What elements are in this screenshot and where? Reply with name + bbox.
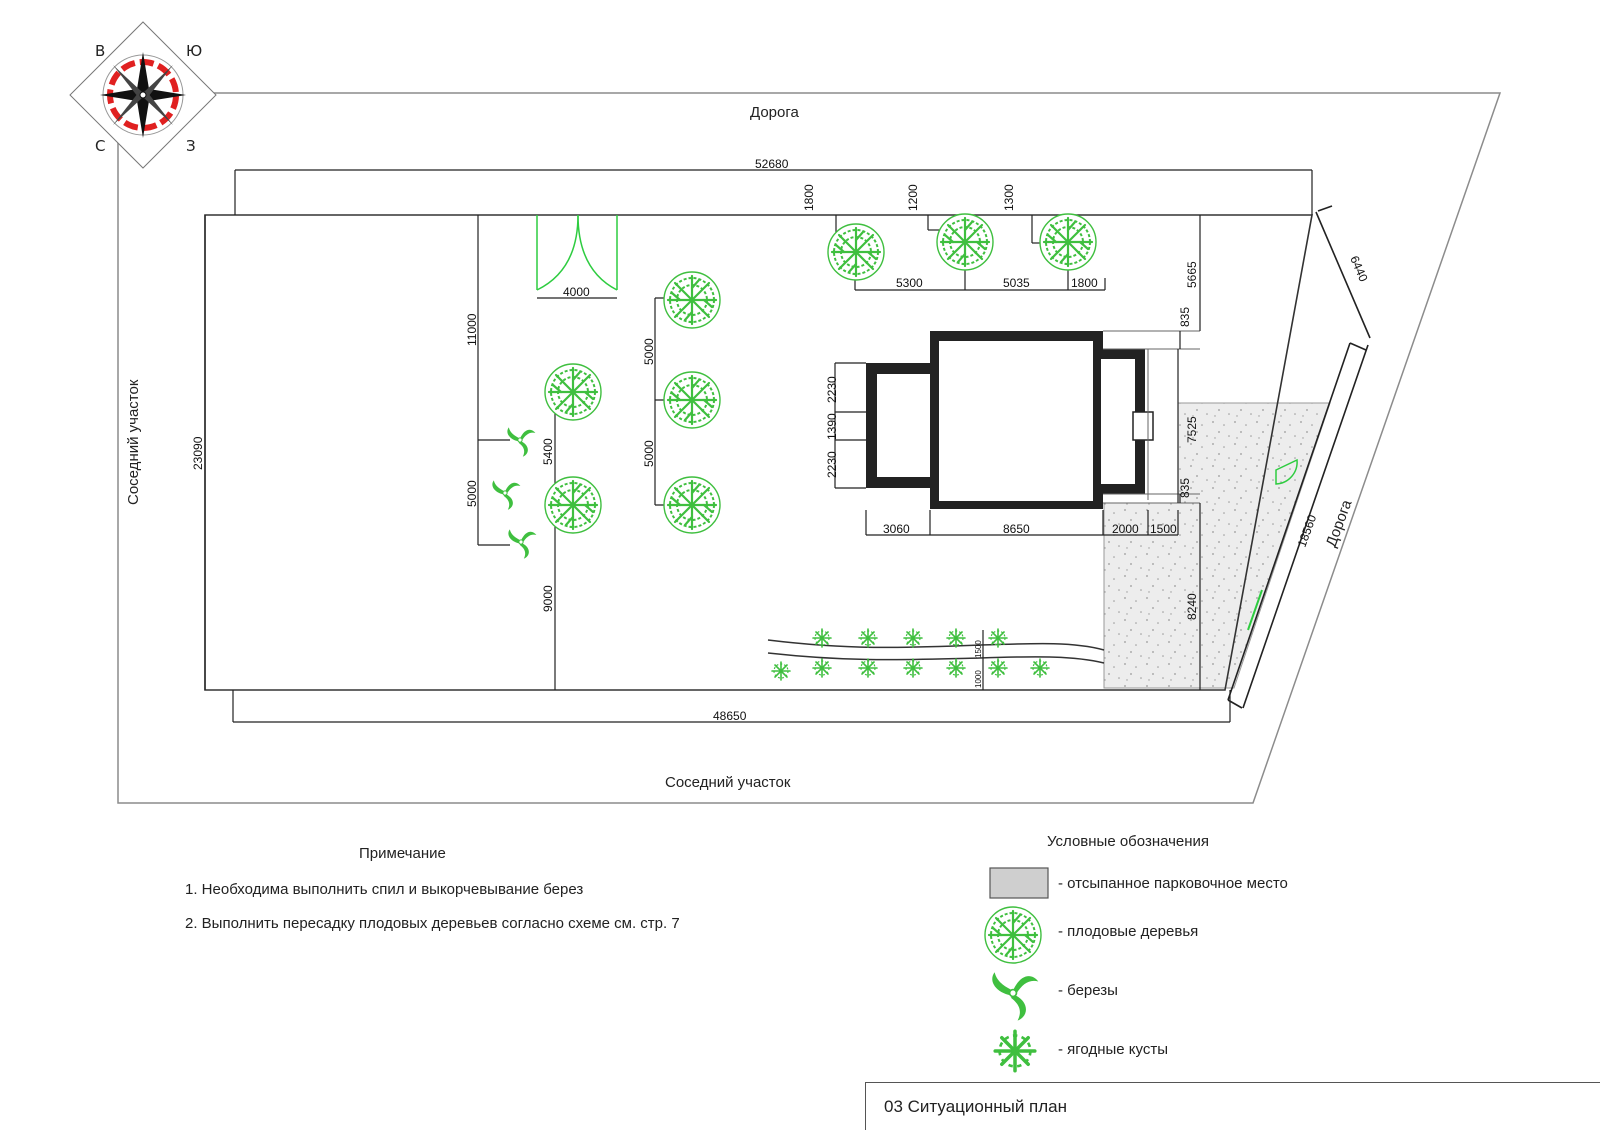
- dim-label: 7525: [1185, 416, 1199, 443]
- birches: [491, 426, 537, 560]
- compass-south: З: [186, 137, 196, 155]
- dim-label: 2230: [825, 451, 839, 478]
- dim-label: 4000: [563, 285, 590, 299]
- dim-label: 1200: [906, 184, 920, 211]
- dim-label: 5400: [541, 438, 555, 465]
- legend-item-birches: - березы: [1058, 982, 1118, 999]
- note-item: 2. Выполнить пересадку плодовых деревьев…: [185, 915, 680, 932]
- dim-label: 48650: [713, 709, 747, 723]
- dim-label: 835: [1178, 478, 1192, 498]
- berry-bush-icon: [993, 1029, 1037, 1073]
- road-top-label: Дорога: [750, 104, 799, 121]
- dimension-lines: [204, 169, 1313, 723]
- dim-label: 2000: [1112, 522, 1139, 536]
- house: [850, 330, 1200, 509]
- dim-label: 5000: [642, 338, 656, 365]
- dim-label: 1500: [974, 640, 983, 658]
- dim-label: 5000: [642, 440, 656, 467]
- dim-label: 6440: [1347, 254, 1370, 284]
- sheet-title: 03 Ситуационный план: [884, 1097, 1068, 1116]
- dim-label: 1300: [1002, 184, 1016, 211]
- title-block: 03 Ситуационный план: [865, 1082, 1600, 1130]
- dim-label: 5000: [465, 480, 479, 507]
- dim-label: 23090: [191, 436, 205, 470]
- site-boundary: [117, 92, 1502, 804]
- dim-label: 8240: [1185, 593, 1199, 620]
- birch-icon: [991, 971, 1040, 1022]
- garden-path: [767, 639, 1105, 664]
- compass-rose: [69, 21, 217, 169]
- notes-title: Примечание: [359, 845, 446, 862]
- neighbor-left-label: Соседний участок: [125, 379, 142, 505]
- compass-west: С: [95, 137, 105, 155]
- dim-label: 1800: [1071, 276, 1098, 290]
- legend-title: Условные обозначения: [1047, 833, 1210, 850]
- compass-east: Ю: [186, 42, 202, 60]
- dim-label: 1500: [1150, 522, 1177, 536]
- dim-label: 1800: [802, 184, 816, 211]
- dim-label: 1000: [974, 670, 983, 688]
- legend-item-fruit-trees: - плодовые деревья: [1058, 923, 1199, 940]
- note-item: 1. Необходима выполнить спил и выкорчевы…: [185, 881, 584, 898]
- dim-label: 18560: [1295, 513, 1320, 549]
- parking-swatch-icon: [989, 867, 1049, 899]
- legend-item-berry-bushes: - ягодные кусты: [1058, 1041, 1168, 1058]
- dim-label: 835: [1178, 307, 1192, 327]
- dim-label: 5300: [896, 276, 923, 290]
- dim-label: 5035: [1003, 276, 1030, 290]
- dim-label: 11000: [465, 313, 479, 346]
- legend-item-parking: - отсыпанное парковочное место: [1058, 875, 1288, 892]
- dim-label: 8650: [1003, 522, 1030, 536]
- compass-north: В: [95, 42, 105, 60]
- gate: [536, 214, 618, 291]
- dim-label: 2230: [825, 376, 839, 403]
- dim-label: 3060: [883, 522, 910, 536]
- fruit-tree-icon: [983, 905, 1043, 965]
- dim-label: 1390: [825, 413, 839, 440]
- dim-label: 9000: [541, 585, 555, 612]
- berry-bushes: [771, 628, 1050, 681]
- dim-label: 52680: [755, 157, 789, 171]
- neighbor-bottom-label: Соседний участок: [665, 774, 791, 791]
- dim-label: 5665: [1185, 261, 1199, 288]
